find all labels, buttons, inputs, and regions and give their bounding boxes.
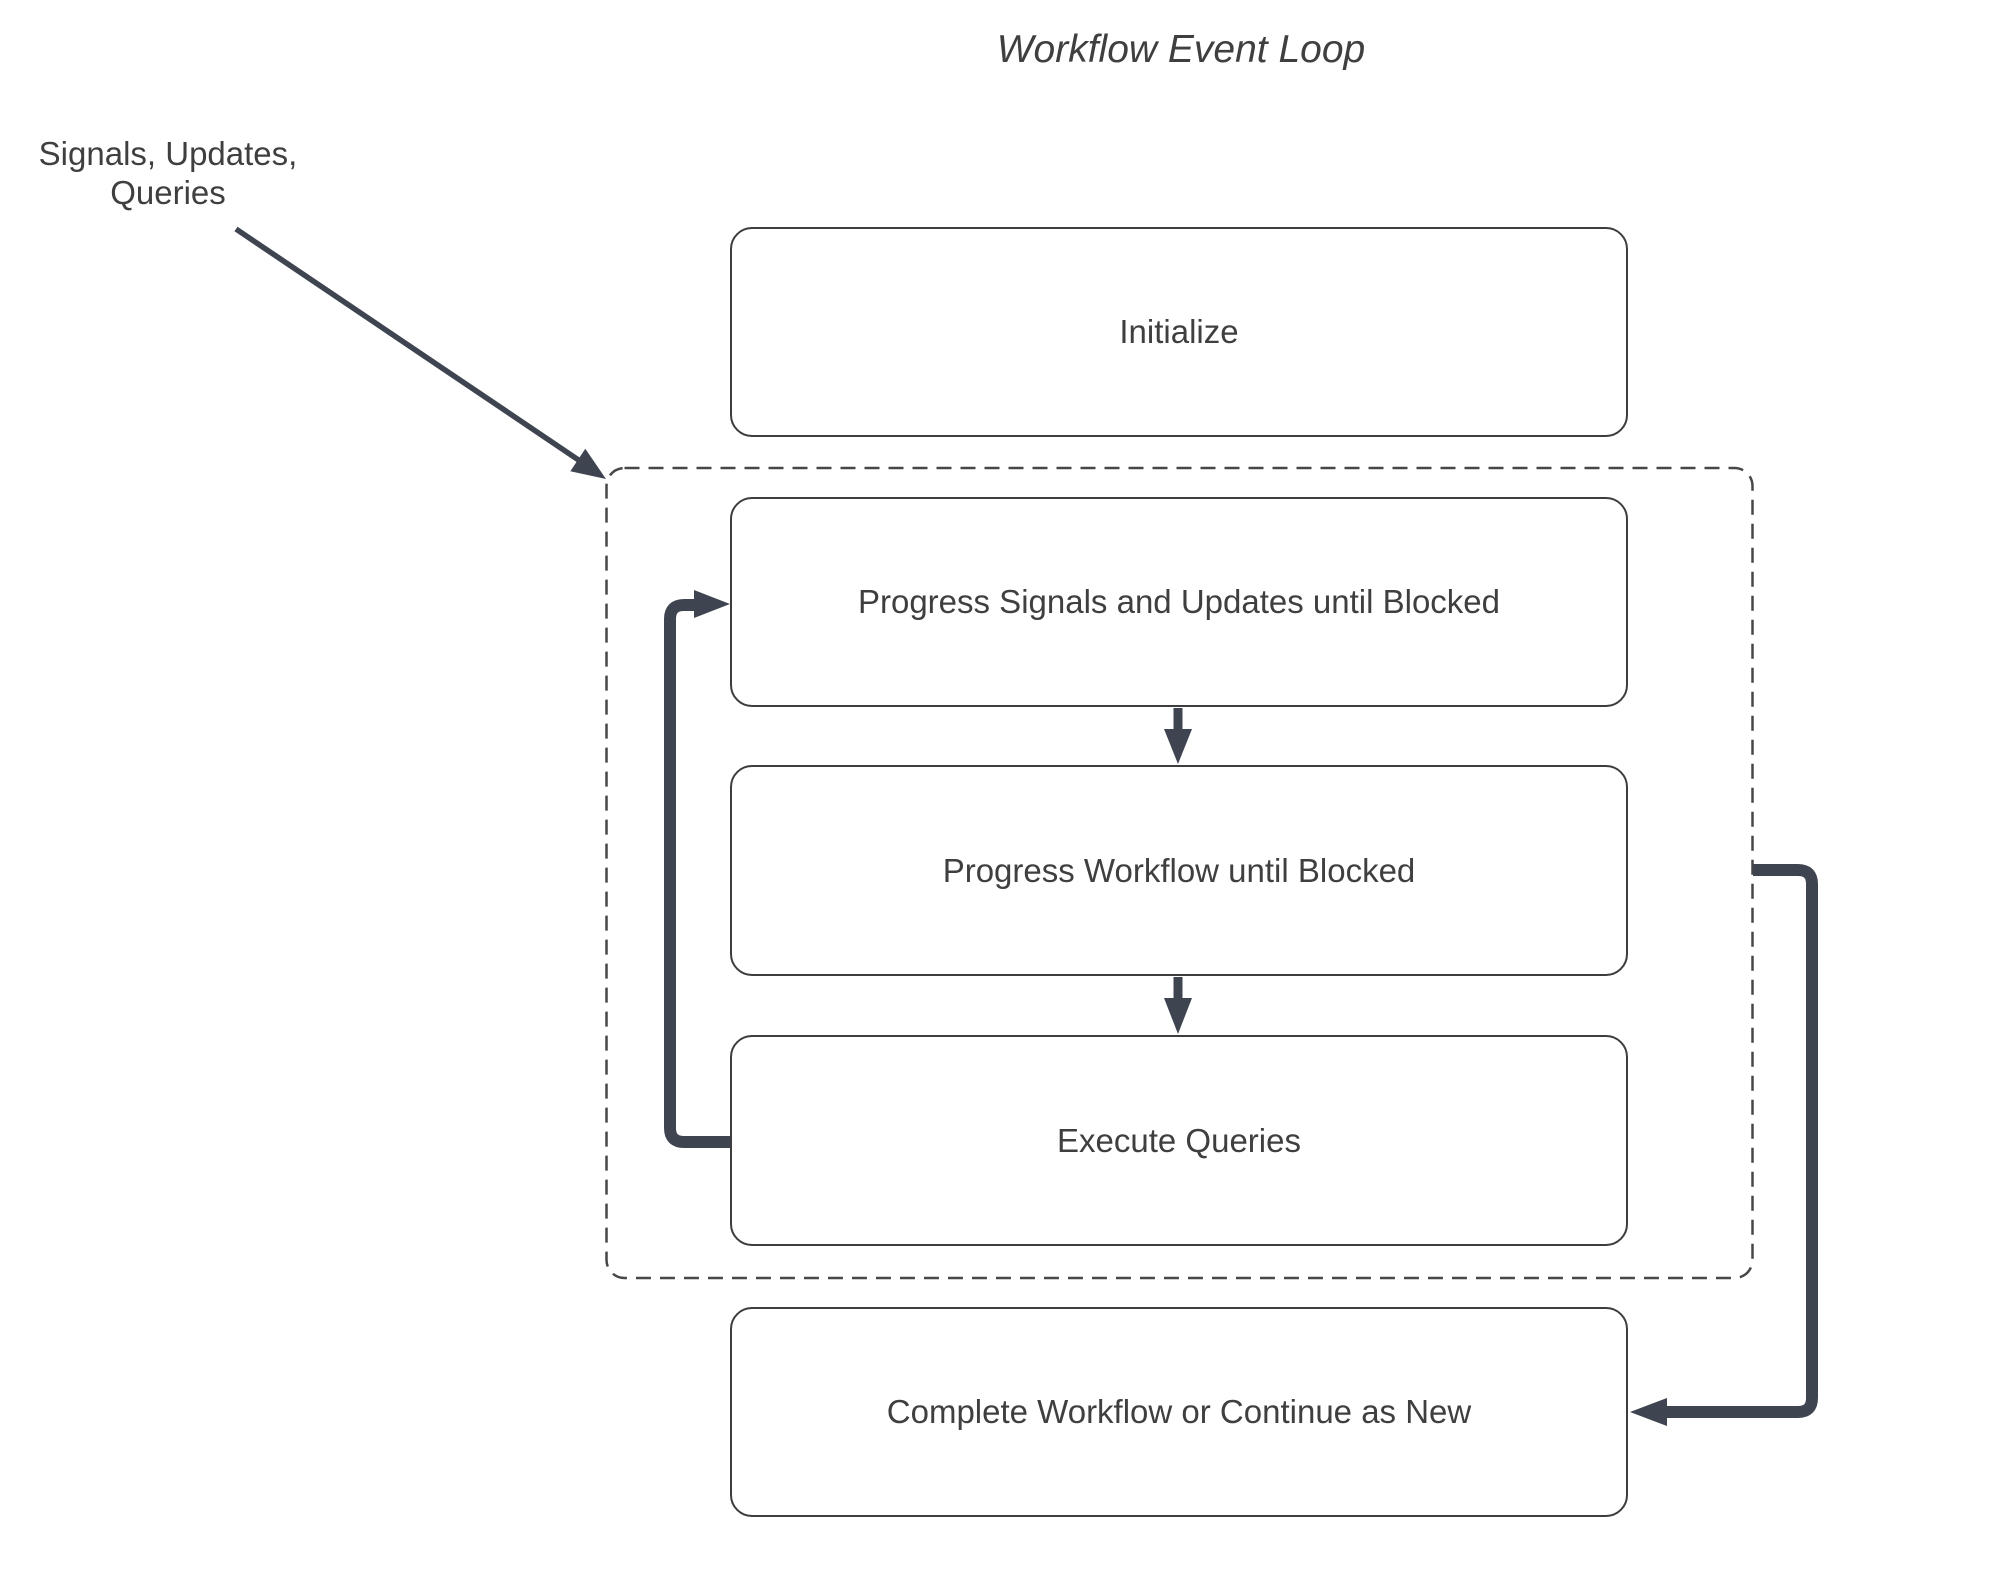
node-progress-signals: Progress Signals and Updates until Block… [730, 497, 1628, 707]
node-initialize: Initialize [730, 227, 1628, 437]
exit-arrowhead-icon [1630, 1398, 1667, 1426]
node-execute-queries: Execute Queries [730, 1035, 1628, 1246]
arrow-signals-to-workflow-head-icon [1164, 729, 1192, 764]
diagram-title: Workflow Event Loop [996, 28, 1366, 71]
exit-arrow-line [1667, 864, 1818, 1418]
node-progress-workflow-label: Progress Workflow until Blocked [942, 851, 1416, 889]
node-execute-queries-label: Execute Queries [1057, 1121, 1301, 1159]
event-loop-dashed-container [605, 466, 1754, 1280]
node-initialize-label: Initialize [1119, 313, 1239, 350]
arrow-workflow-to-queries-head-icon [1164, 998, 1192, 1034]
loopback-arrowhead-icon [694, 590, 730, 618]
annotation-signals-updates-queries: Signals, Updates, Queries [38, 135, 298, 211]
node-complete-workflow: Complete Workflow or Continue as New [730, 1307, 1628, 1517]
node-progress-workflow: Progress Workflow until Blocked [730, 765, 1628, 976]
node-complete-workflow-label: Complete Workflow or Continue as New [886, 1393, 1472, 1430]
loopback-arrow-line [664, 599, 730, 1148]
node-progress-signals-label: Progress Signals and Updates until Block… [857, 583, 1501, 620]
signals-arrow-line [234, 226, 582, 464]
signals-arrowhead-icon [570, 448, 606, 479]
